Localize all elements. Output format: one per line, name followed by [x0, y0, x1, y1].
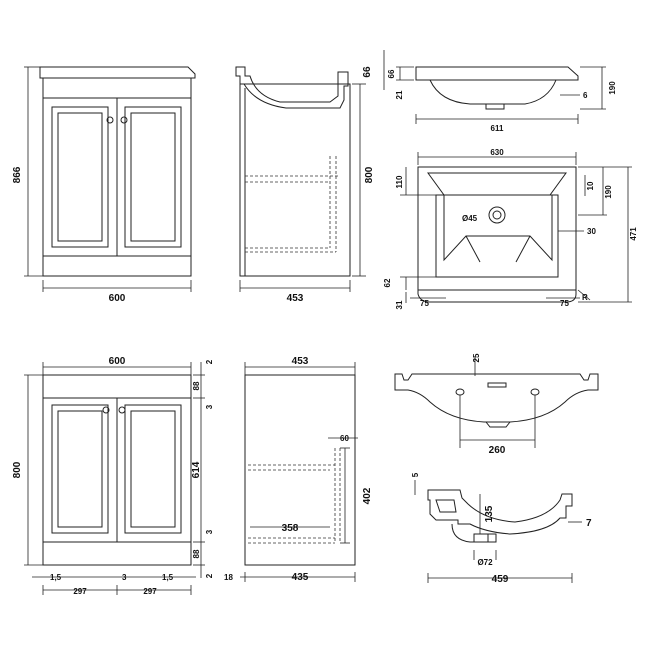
dim-453-top: 453 — [287, 293, 304, 304]
dim-614: 614 — [191, 461, 202, 478]
tap-hole-icon — [488, 206, 506, 224]
dim-6: 6 — [583, 91, 588, 100]
side-view-top: 800 66 453 — [235, 50, 385, 304]
dim-358: 358 — [282, 523, 299, 534]
knob-icon — [118, 406, 126, 414]
dim-30: 30 — [587, 227, 596, 236]
dim-2-top: 2 — [205, 359, 214, 364]
dim-471: 471 — [629, 227, 638, 241]
dim-3-top: 3 — [205, 404, 214, 409]
dim-600-bottom: 600 — [109, 356, 126, 367]
dim-435: 435 — [292, 572, 309, 583]
dim-21-basin: 21 — [395, 90, 404, 99]
dim-5: 5 — [411, 472, 420, 477]
dim-75-right: 75 — [560, 299, 569, 308]
dim-66-side: 66 — [362, 66, 373, 78]
dim-297-right: 297 — [143, 587, 157, 596]
dim-25: 25 — [472, 353, 481, 362]
knob-icon — [120, 116, 128, 124]
knob-icon — [102, 406, 110, 414]
dim-62: 62 — [383, 278, 392, 287]
basin-section-bottom: 5 135 7 Ø72 459 — [411, 472, 592, 585]
dim-866: 866 — [12, 166, 23, 183]
dim-3-mid: 3 — [122, 573, 127, 582]
basin-plan-view: 630 110 10 190 471 Ø45 30 62 31 75 75 R — [383, 148, 638, 309]
dim-190-plan: 190 — [604, 185, 613, 199]
dim-18: 18 — [224, 573, 233, 582]
front-view-bottom: 600 800 2 88 3 614 3 88 2 1,5 3 1,5 297 … — [12, 356, 214, 596]
side-view-bottom: 453 60 402 358 18 435 — [224, 356, 373, 583]
dim-tap-hole: Ø45 — [462, 214, 478, 223]
dim-297-left: 297 — [73, 587, 87, 596]
dim-135: 135 — [484, 505, 495, 522]
dim-630: 630 — [490, 148, 504, 157]
front-view-top: 866 600 — [12, 66, 196, 304]
dim-800-bottom: 800 — [12, 461, 23, 478]
dim-10: 10 — [586, 181, 595, 190]
dim-88-bottom: 88 — [192, 549, 201, 558]
dim-31: 31 — [395, 300, 404, 309]
dim-waste: Ø72 — [477, 558, 493, 567]
basin-side-view: 66 21 611 6 190 — [387, 66, 617, 133]
dim-800-top: 800 — [364, 166, 375, 183]
basin-section-top: 25 260 — [394, 353, 599, 456]
dim-1-5-right: 1,5 — [162, 573, 174, 582]
dim-110: 110 — [395, 175, 404, 188]
dim-190-side: 190 — [608, 81, 617, 95]
dim-60: 60 — [340, 434, 349, 443]
dim-7: 7 — [586, 518, 592, 529]
dim-402: 402 — [362, 487, 373, 504]
dim-611: 611 — [491, 124, 504, 133]
dim-600-top: 600 — [109, 293, 126, 304]
dim-1-5-left: 1,5 — [50, 573, 62, 582]
dim-75-left: 75 — [420, 299, 429, 308]
dim-260: 260 — [489, 445, 506, 456]
dim-2-bottom: 2 — [205, 573, 214, 578]
dim-radius: R — [582, 293, 588, 302]
dim-66-basin: 66 — [387, 69, 396, 78]
dim-453-bottom: 453 — [292, 356, 309, 367]
dim-88-top: 88 — [192, 381, 201, 390]
knob-icon — [106, 116, 114, 124]
dim-3-bottom: 3 — [205, 529, 214, 534]
dim-459: 459 — [492, 574, 509, 585]
